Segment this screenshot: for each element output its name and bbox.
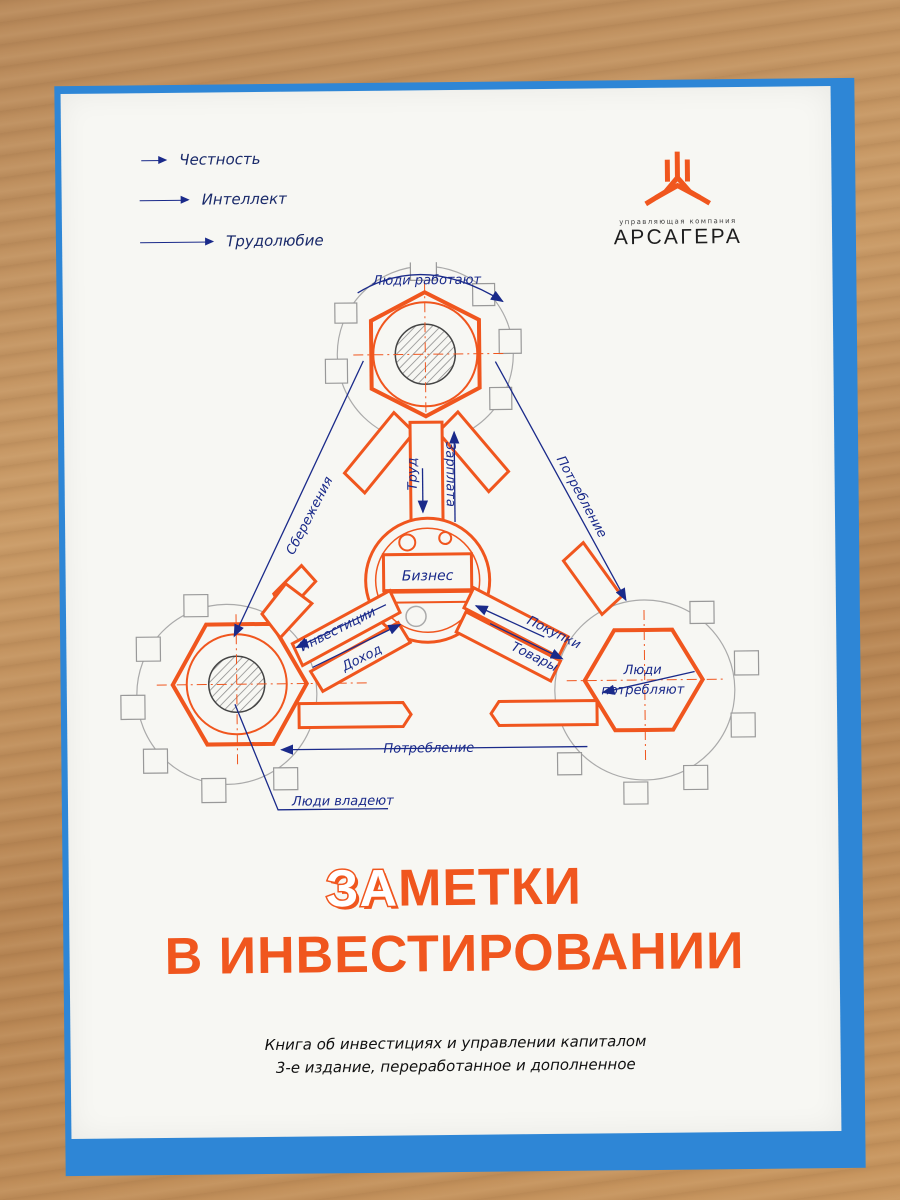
right-gear: Люди потребляют	[554, 599, 760, 805]
gear-diagram: Бизнес	[120, 259, 760, 811]
legend-diligence: Трудолюбие	[140, 231, 324, 251]
labor-label: Труд	[405, 457, 420, 490]
business-label: Бизнес	[402, 568, 454, 585]
book-title-line1: ЗАМЕТКИ	[69, 854, 840, 922]
legend-honesty: Честность	[141, 149, 261, 169]
book-cover: Честность Интеллект Трудолюбие управляющ…	[60, 85, 842, 1140]
legend-honesty-label: Честность	[179, 149, 261, 169]
people-own-label: Люди владеют	[291, 794, 394, 810]
salary-label: Зарплата	[442, 442, 458, 507]
book-title-line2: В ИНВЕСТИРОВАНИИ	[164, 921, 745, 987]
arrow-icon	[141, 159, 166, 161]
book-subtitle-line2: 3-е издание, переработанное и дополненно…	[275, 1055, 636, 1077]
arrow-icon	[139, 199, 188, 201]
arrow-icon	[140, 240, 213, 243]
consumption-right-label: Потребление	[553, 454, 610, 541]
title-rest: МЕТКИ	[397, 857, 583, 918]
legend-intellect: Интеллект	[139, 189, 287, 210]
title-prefix: ЗА	[324, 858, 400, 920]
people-consume-label-2: потребляют	[601, 683, 685, 699]
consumption-bottom-label: Потребление	[383, 741, 474, 757]
legend-intellect-label: Интеллект	[201, 189, 287, 209]
arsagera-logo: управляющая компания АРСАГЕРА	[597, 147, 758, 251]
logo-triskelion-icon	[644, 151, 711, 207]
book-subtitle-line1: Книга об инвестициях и управлении капита…	[264, 1031, 647, 1054]
people-consume-label-1: Люди	[622, 663, 661, 678]
legend-diligence-label: Трудолюбие	[226, 231, 324, 251]
logo-name: АРСАГЕРА	[613, 224, 743, 250]
people-work-label: Люди работают	[371, 273, 481, 289]
top-gear	[324, 259, 522, 443]
savings-label: Сбережения	[284, 474, 337, 557]
